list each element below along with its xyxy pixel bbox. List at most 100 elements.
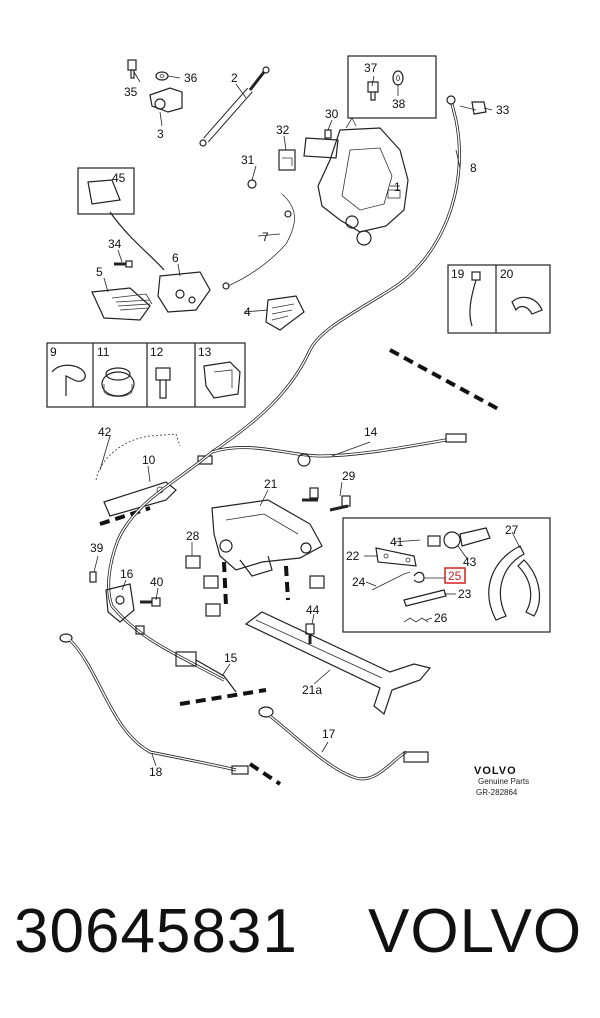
part-40-bolt — [135, 597, 161, 635]
callout-33: 33 — [496, 103, 510, 117]
callout-22: 22 — [346, 549, 360, 563]
part-1-pedal-bracket — [303, 117, 409, 246]
callout-10: 10 — [142, 453, 156, 467]
callout-32: 32 — [276, 123, 290, 137]
part-23-strut — [403, 589, 447, 607]
callout-25: 25 — [448, 569, 462, 583]
dash-line-21-right — [284, 565, 290, 601]
part-2-gas-strut — [199, 66, 270, 147]
callout-14: 14 — [364, 425, 378, 439]
part-7-cable — [227, 193, 295, 287]
part-13-clip — [203, 361, 241, 399]
callout-1: 1 — [394, 180, 401, 194]
part-18-cable — [59, 633, 249, 775]
brand-block-code: GR-282864 — [476, 788, 518, 797]
dash-line-left — [99, 506, 151, 526]
part-34-screw — [114, 260, 133, 268]
part-number: 30645831 — [14, 897, 298, 966]
part-32-clip — [278, 149, 296, 171]
part-45-pad — [87, 179, 121, 205]
callout-45: 45 — [112, 171, 126, 185]
callout-9: 9 — [50, 345, 57, 359]
callout-44: 44 — [306, 603, 320, 617]
callout-30: 30 — [325, 107, 339, 121]
callout-25-highlight-box — [444, 567, 466, 584]
part-27-brake-shoes — [488, 545, 541, 621]
part-24-spring — [371, 571, 411, 591]
leader-lines — [93, 71, 521, 767]
part-8-cable — [211, 95, 477, 454]
part-5-cover — [91, 287, 153, 321]
dash-line-upper — [389, 348, 501, 412]
part-4-pedal-arm — [265, 237, 353, 331]
part-42-wire — [95, 433, 181, 481]
part-11-grommet — [101, 367, 135, 397]
callout-11: 11 — [97, 345, 110, 359]
part-9-spring-clip — [51, 364, 86, 396]
callout-19: 19 — [451, 267, 465, 281]
brand-block-volvo: VOLVO — [474, 765, 517, 777]
part-12-bolt — [155, 367, 171, 399]
inset-box-9-13 — [46, 342, 246, 408]
dash-line-18 — [248, 762, 282, 786]
part-21-bracket — [211, 499, 323, 577]
callout-27: 27 — [505, 523, 519, 537]
callout-6: 6 — [172, 251, 179, 265]
part-35-bolt — [127, 59, 137, 79]
inset-box-37-38 — [347, 55, 437, 119]
callout-42: 42 — [98, 425, 112, 439]
callout-15: 15 — [224, 651, 238, 665]
part-26-spring — [403, 617, 429, 623]
part-41-bolt — [427, 535, 441, 547]
parking-brake-exploded-diagram: 35 36 3 2 37 38 33 30 32 31 8 1 45 7 4 3… — [46, 55, 551, 797]
callout-41: 41 — [390, 535, 404, 549]
callout-16: 16 — [120, 567, 134, 581]
part-20-clip — [511, 296, 543, 315]
part-29-bolts — [302, 487, 351, 512]
callout-23: 23 — [458, 587, 472, 601]
callout-28: 28 — [186, 529, 200, 543]
part-28-mounts — [185, 555, 325, 617]
inset-box-brake-shoe — [342, 517, 551, 633]
callout-26: 26 — [434, 611, 448, 625]
part-14-cable — [197, 433, 467, 467]
part-19-strap — [469, 271, 481, 327]
callout-43: 43 — [463, 555, 477, 569]
part-39-bolt — [89, 571, 97, 583]
callout-37: 37 — [364, 61, 378, 75]
callout-7: 7 — [262, 230, 269, 244]
callout-40: 40 — [150, 575, 164, 589]
callout-38: 38 — [392, 97, 406, 111]
footer-brand: VOLVO — [368, 897, 583, 966]
callout-18: 18 — [149, 765, 163, 779]
part-31-nut — [247, 179, 257, 189]
callout-17: 17 — [322, 727, 336, 741]
part-30-screw — [324, 129, 332, 139]
callout-21: 21 — [264, 477, 278, 491]
inset-box-45 — [77, 167, 135, 215]
part-37-bolt — [367, 81, 379, 101]
part-16-bracket — [105, 583, 135, 623]
callout-35: 35 — [124, 85, 138, 99]
callout-13: 13 — [198, 345, 212, 359]
callout-21a: 21a — [302, 683, 322, 697]
inset-45-arrow — [109, 211, 165, 271]
callout-29: 29 — [342, 469, 356, 483]
callout-12: 12 — [150, 345, 164, 359]
callout-2: 2 — [231, 71, 238, 85]
callout-3: 3 — [157, 127, 164, 141]
part-3-bracket — [149, 87, 183, 113]
callout-36: 36 — [184, 71, 198, 85]
dash-line-15 — [179, 688, 267, 706]
part-21a-crossmember — [244, 611, 432, 716]
callout-24: 24 — [352, 575, 366, 589]
callout-34: 34 — [108, 237, 122, 251]
part-36-washer — [155, 71, 169, 81]
callout-4: 4 — [244, 305, 251, 319]
callout-39: 39 — [90, 541, 104, 555]
part-6-lever-mechanism — [157, 271, 211, 313]
brand-block-subtitle: Genuine Parts — [478, 777, 529, 786]
part-33-clip — [471, 101, 487, 115]
part-17-cable — [258, 706, 429, 781]
part-43-adjuster — [443, 527, 491, 549]
